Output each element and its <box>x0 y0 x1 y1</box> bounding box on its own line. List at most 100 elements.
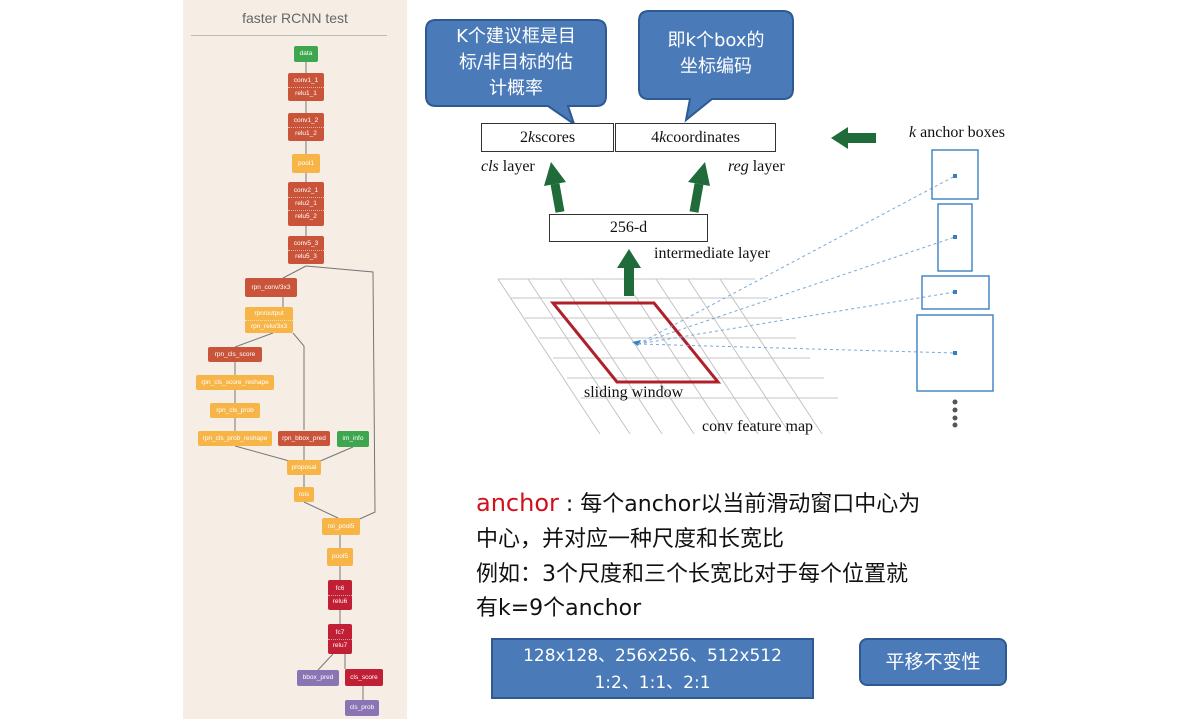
feature-map-grid <box>497 278 838 435</box>
node-conv5-3[interactable]: conv5_3 relu5_3 <box>288 236 324 264</box>
ellipsis-dots <box>952 399 958 428</box>
scales-box: 128x128、256x256、512x512 1:2、1:1、2:1 <box>491 638 814 699</box>
node-pool1[interactable]: pool1 <box>292 154 320 173</box>
anchor-box <box>916 314 994 392</box>
anchor-centers <box>953 174 957 355</box>
coords-k: k <box>659 128 667 146</box>
node-label: bbox_pred <box>302 674 334 681</box>
arrow-to-reg <box>688 162 710 213</box>
node-label: cls_score <box>350 673 378 681</box>
node-label: fc7 <box>335 628 345 636</box>
node-label: roi_pool5 <box>327 522 355 530</box>
translation-invariance-box: 平移不变性 <box>859 638 1007 686</box>
node-label: rois <box>298 490 310 498</box>
node-data[interactable]: data <box>294 46 318 62</box>
node-rpn-cls-score-reshape[interactable]: rpn_cls_score_reshape <box>196 375 274 390</box>
node-rpn-output[interactable]: rpn/output rpn_relu/3x3 <box>245 307 293 333</box>
network-title: faster RCNN test <box>242 10 348 26</box>
arrow-to-cls <box>544 162 566 213</box>
node-rpn-cls-prob[interactable]: rpn_cls_prob <box>210 403 260 418</box>
arrows <box>544 127 876 296</box>
anchor-rays <box>637 175 956 354</box>
node-pool5[interactable]: pool5 <box>327 548 353 566</box>
anchor-box <box>931 149 979 200</box>
node-label: conv5_3 <box>293 239 319 247</box>
node-label: relu5_3 <box>295 252 317 260</box>
node-rpn-cls-score[interactable]: rpn_cls_score <box>208 347 262 362</box>
callout-line: 标/非目标的估 <box>458 52 574 73</box>
cls-em: cls <box>481 158 499 175</box>
scores-text: scores <box>535 128 576 146</box>
anchor-box <box>921 275 990 310</box>
node-label: cls_prob <box>349 704 375 711</box>
conv-feature-map-label: conv feature map <box>702 418 814 435</box>
node-label: proposal <box>291 463 317 471</box>
node-label: data <box>299 50 313 57</box>
anchor-definition-line2: 中心，并对应一种尺度和长宽比 <box>476 527 785 552</box>
node-label: relu1_2 <box>295 129 317 137</box>
node-label: fc6 <box>335 584 345 592</box>
cls-layer-label: cls layer <box>481 158 535 176</box>
anchor-box <box>937 203 973 272</box>
node-label: relu5_2 <box>295 213 317 220</box>
node-label: rpn_cls_prob <box>216 406 254 414</box>
scales-line: 128x128、256x256、512x512 <box>523 646 782 666</box>
node-cls-score[interactable]: cls_score <box>345 669 383 686</box>
coords-text: coordinates <box>666 128 740 146</box>
node-rois[interactable]: rois <box>294 487 314 502</box>
node-fc7[interactable]: fc7 relu7 <box>328 624 352 654</box>
node-label: pool1 <box>298 159 314 167</box>
arrow-up-center <box>617 249 641 296</box>
callout-line: K个建议框是目 <box>456 26 576 47</box>
node-conv1-2[interactable]: conv1_2 relu1_2 <box>288 113 324 141</box>
node-fc6[interactable]: fc6 relu6 <box>328 580 352 610</box>
node-label: rpn_bbox_pred <box>282 434 326 442</box>
anchor-keyword: anchor <box>476 489 559 517</box>
anchor-definition-line1: anchor : 每个anchor以当前滑动窗口中心为 <box>476 486 920 518</box>
example-line1: 例如：3个尺度和三个长宽比对于每个位置就 <box>476 562 908 587</box>
node-im-info[interactable]: im_info <box>337 431 369 447</box>
cls-rest: layer <box>498 158 535 175</box>
node-conv2-1[interactable]: conv2_1 relu2_1 relu5_2 <box>288 182 324 226</box>
node-rpn-bbox-pred[interactable]: rpn_bbox_pred <box>278 431 330 446</box>
reg-em: reg <box>728 158 749 175</box>
node-roi-pool5[interactable]: roi_pool5 <box>322 518 360 535</box>
scores-k: k <box>527 128 536 146</box>
callout-left-bubble <box>425 19 607 127</box>
anchor-k: k <box>909 124 917 141</box>
intermediate-layer-label: intermediate layer <box>654 245 770 262</box>
node-label: relu6 <box>332 597 348 605</box>
hidden-256d-box: 256-d <box>549 214 708 242</box>
node-label: rpn_cls_score_reshape <box>201 378 269 386</box>
node-rpn-cls-prob-reshape[interactable]: rpn_cls_prob_reshape <box>198 431 272 446</box>
node-label: rpn_cls_score <box>214 350 256 358</box>
node-rpn-conv[interactable]: rpn_conv/3x3 <box>245 278 297 297</box>
example-line2: 有k=9个anchor <box>476 596 642 621</box>
title-divider <box>191 35 387 36</box>
node-label: im_info <box>342 435 364 442</box>
ratios-line: 1:2、1:1、2:1 <box>594 673 711 693</box>
network-panel: faster RCNN test <box>183 0 407 719</box>
node-label: conv1_1 <box>293 76 319 84</box>
callout-line: 即k个box的 <box>667 30 765 51</box>
node-label: relu7 <box>332 641 348 649</box>
callout-line: 坐标编码 <box>680 56 752 77</box>
node-proposal[interactable]: proposal <box>287 460 321 475</box>
scores-count: 2 <box>519 128 528 146</box>
node-label: rpn_relu/3x3 <box>250 322 288 330</box>
node-label: rpn/output <box>254 309 284 317</box>
callout-line: 计概率 <box>489 78 543 99</box>
node-label: relu2_1 <box>295 200 317 207</box>
anchor-rest: anchor boxes <box>916 124 1005 141</box>
reg-rest: layer <box>748 158 785 175</box>
node-cls-prob[interactable]: cls_prob <box>345 700 379 716</box>
node-label: pool5 <box>332 553 348 560</box>
anchor-boxes-label: k anchor boxes <box>909 124 1005 142</box>
node-bbox-pred[interactable]: bbox_pred <box>297 670 339 686</box>
reg-layer-label: reg layer <box>728 158 785 176</box>
node-conv1-1[interactable]: conv1_1 relu1_1 <box>288 73 324 101</box>
line1-rest: : 每个anchor以当前滑动窗口中心为 <box>558 492 921 517</box>
